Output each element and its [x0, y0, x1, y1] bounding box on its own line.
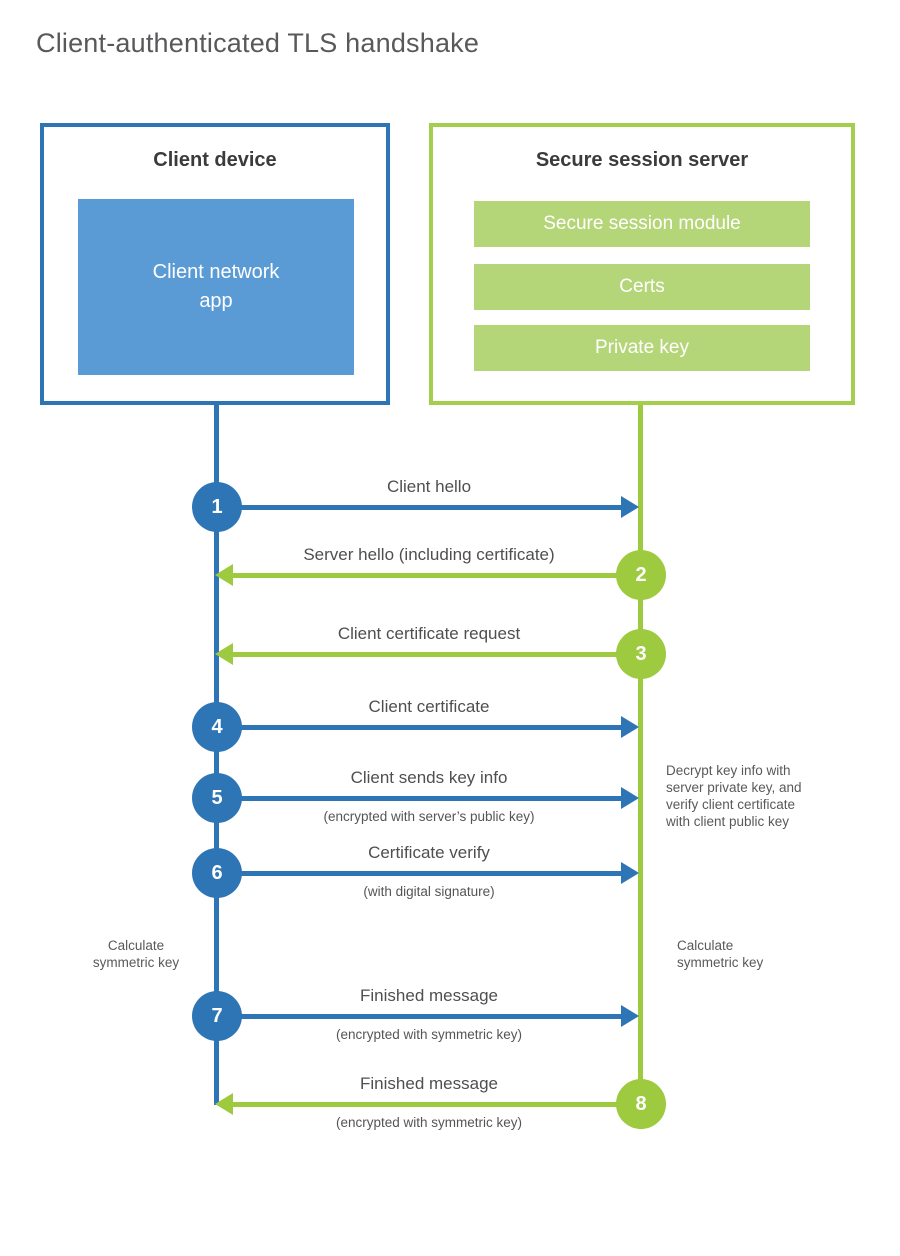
decrypt-key-info-note: Decrypt key info with server private key… — [666, 763, 802, 829]
secure-session-module-bar: Secure session module — [474, 201, 810, 247]
arrowhead-icon-5 — [621, 787, 639, 809]
client-device-title: Client device — [153, 149, 277, 171]
arrowhead-icon-8 — [215, 1093, 233, 1115]
private-key-bar: Private key — [474, 325, 810, 371]
arrowhead-icon-1 — [621, 496, 639, 518]
step-circle-1: 1 — [192, 482, 242, 532]
client-lifeline — [214, 405, 219, 1105]
arrowhead-icon-7 — [621, 1005, 639, 1027]
message-label-2: Server hello (including certificate) — [303, 545, 555, 564]
message-sublabel-7: (encrypted with symmetric key) — [335, 1027, 523, 1042]
message-sublabel-8: (encrypted with symmetric key) — [335, 1115, 523, 1130]
message-arrow-3 — [233, 652, 641, 657]
arrowhead-icon-4 — [621, 716, 639, 738]
page-title: Client-authenticated TLS handshake — [36, 28, 480, 58]
step-circle-4: 4 — [192, 702, 242, 752]
message-label-3: Client certificate request — [337, 624, 521, 643]
certs-bar: Certs — [474, 264, 810, 310]
secure-session-server-title: Secure session server — [535, 149, 749, 171]
secure-session-server-box: Secure session server Secure session mod… — [429, 123, 855, 405]
message-arrow-6 — [217, 871, 621, 876]
message-arrow-1 — [217, 505, 621, 510]
server-lifeline — [638, 405, 643, 1129]
message-arrow-2 — [233, 573, 641, 578]
arrowhead-icon-3 — [215, 643, 233, 665]
step-circle-7: 7 — [192, 991, 242, 1041]
calculate-symmetric-key-note-server: Calculate symmetric key — [677, 938, 764, 970]
arrowhead-icon-6 — [621, 862, 639, 884]
step-circle-8: 8 — [616, 1079, 666, 1129]
message-arrow-5 — [217, 796, 621, 801]
message-arrow-4 — [217, 725, 621, 730]
step-circle-5: 5 — [192, 773, 242, 823]
message-arrow-7 — [217, 1014, 621, 1019]
step-circle-2: 2 — [616, 550, 666, 600]
step-circle-3: 3 — [616, 629, 666, 679]
calculate-symmetric-key-note-client: Calculate symmetric key — [92, 938, 180, 970]
message-label-4: Client certificate — [368, 697, 490, 716]
message-label-6: Certificate verify — [368, 843, 490, 862]
step-circle-6: 6 — [192, 848, 242, 898]
client-network-app-box: Client network app — [78, 199, 354, 375]
client-network-app-label: Client network app — [152, 261, 280, 312]
message-label-1: Client hello — [386, 477, 472, 496]
message-sublabel-6: (with digital signature) — [363, 884, 495, 899]
client-device-box: Client device Client network app — [40, 123, 390, 405]
message-sublabel-5: (encrypted with server’s public key) — [323, 809, 535, 824]
message-label-7: Finished message — [360, 986, 498, 1005]
arrowhead-icon-2 — [215, 564, 233, 586]
message-label-8: Finished message — [360, 1074, 498, 1093]
message-arrow-8 — [233, 1102, 641, 1107]
message-label-5: Client sends key info — [350, 768, 508, 787]
